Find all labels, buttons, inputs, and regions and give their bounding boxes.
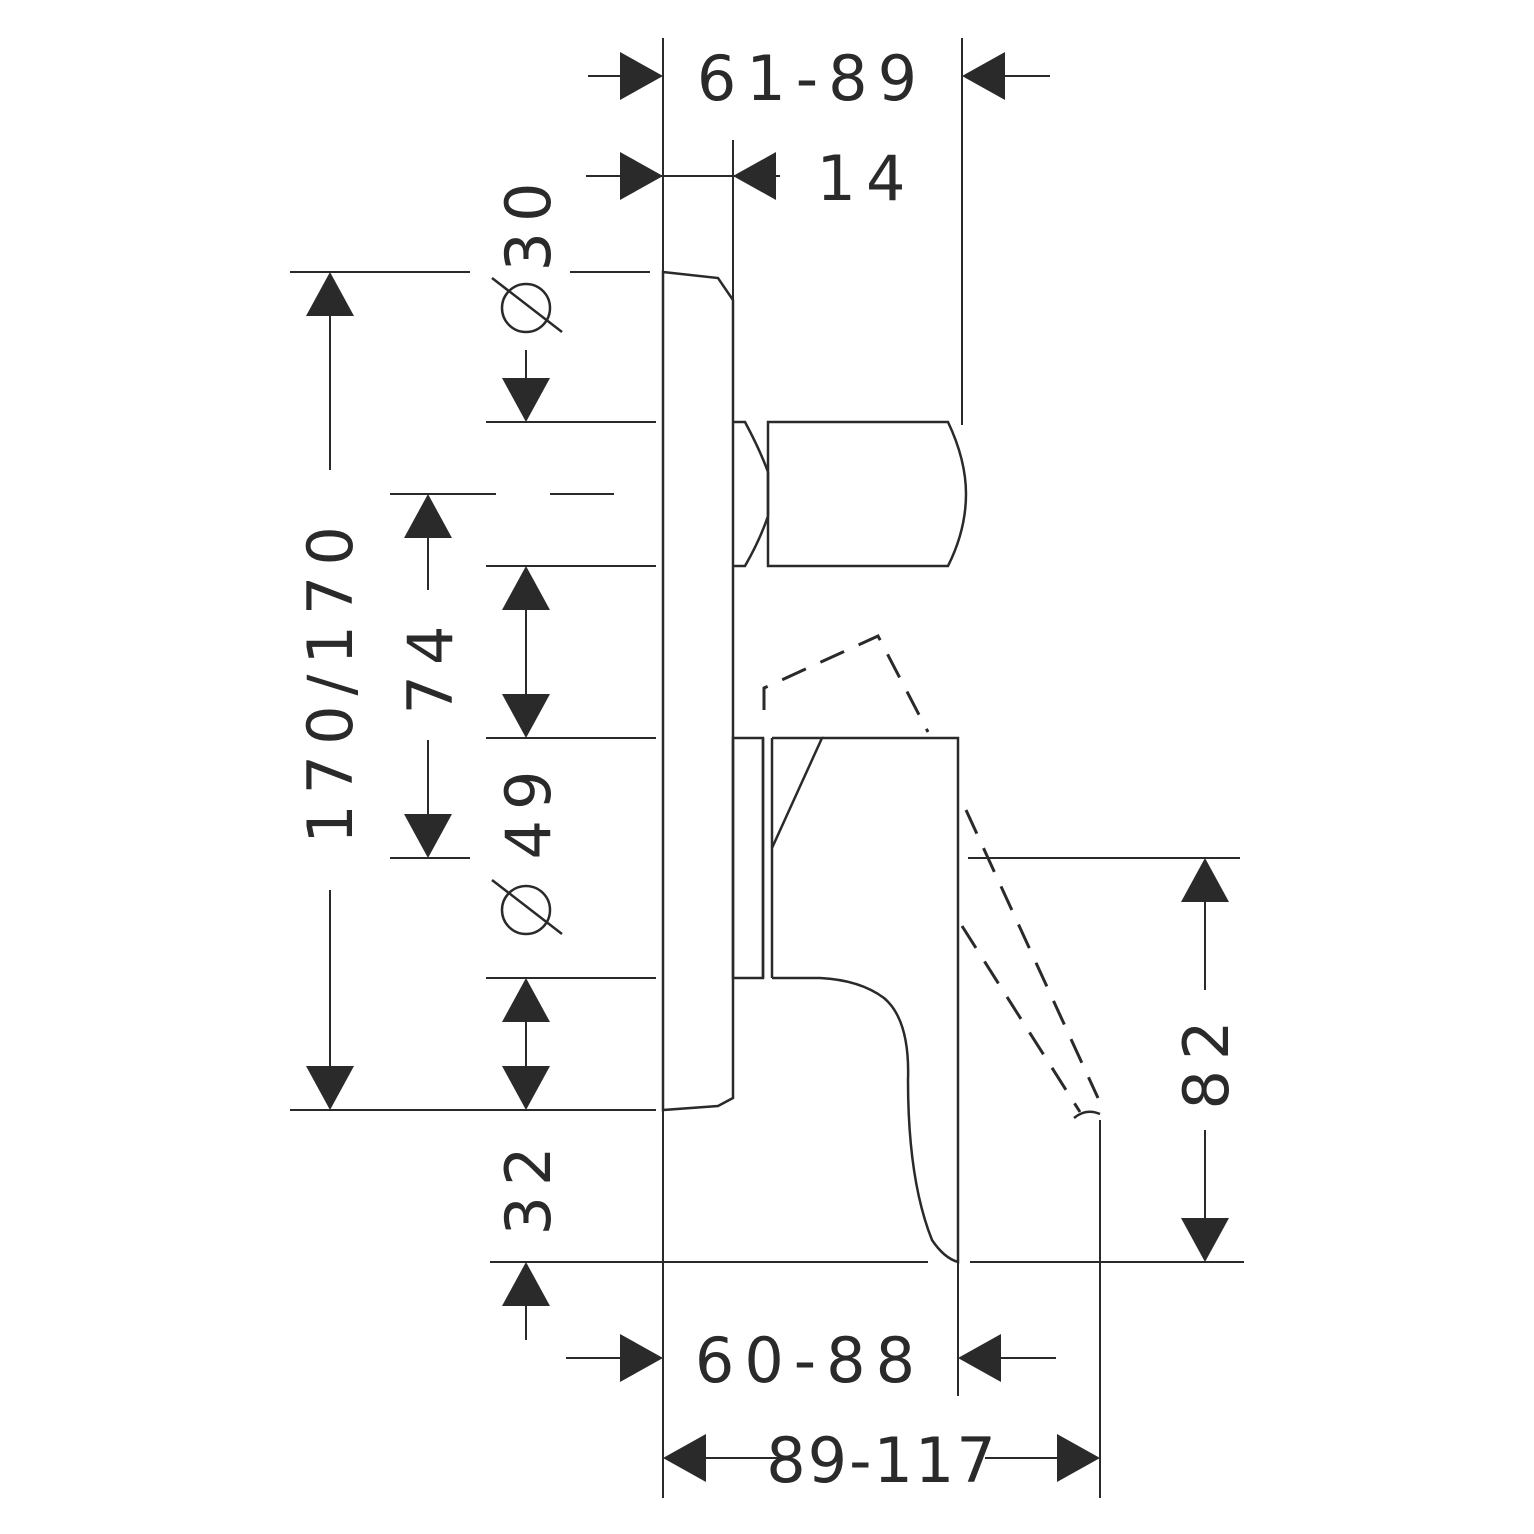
label-diameter-upper: 30 [492, 173, 565, 272]
dim-89-117 [663, 1434, 1100, 1482]
dim-74 [404, 494, 452, 858]
wall-plate [661, 270, 735, 1112]
diameter-symbol-icon-lower [491, 879, 563, 936]
dim-61-89 [588, 52, 1050, 100]
label-center-distance: 74 [394, 616, 467, 715]
dim-82 [1181, 858, 1229, 1262]
label-bottom-width-range: 60-88 [695, 1324, 925, 1397]
label-top-offset: 14 [817, 142, 916, 215]
label-total-height: 170/170 [294, 516, 367, 844]
dim-170-170 [306, 272, 354, 1110]
label-diameter-lower: 49 [492, 761, 565, 860]
dim-diameter-30 [502, 350, 550, 650]
dim-60-88 [566, 1334, 1056, 1382]
dim-14 [586, 152, 780, 200]
label-right-height: 82 [1170, 1011, 1243, 1110]
dim-32 [502, 1066, 550, 1340]
label-top-width-range: 61-89 [697, 42, 927, 115]
lever-alternate-position [762, 634, 1101, 1119]
diverter-knob [733, 420, 968, 568]
label-bottom-total-range: 89-117 [766, 1424, 998, 1497]
dim-diameter-49 [502, 650, 550, 1108]
mixer-lever [731, 736, 960, 1264]
label-bottom-gap: 32 [492, 1137, 565, 1236]
extension-lines [290, 38, 1244, 1498]
diameter-symbol-icon-upper [491, 277, 563, 334]
